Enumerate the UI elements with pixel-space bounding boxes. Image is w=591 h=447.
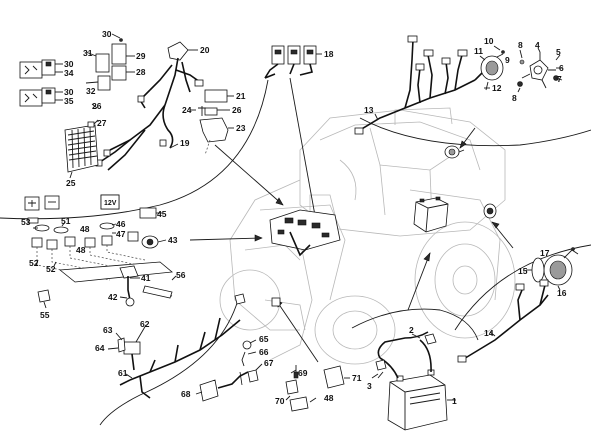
- callout-45: 45: [157, 209, 167, 219]
- callout-46: 46: [116, 219, 126, 229]
- callout-48a: 48: [80, 224, 90, 234]
- callout-20: 20: [200, 45, 210, 55]
- callout-48c: 48: [324, 393, 334, 403]
- callout-8b: 8: [512, 93, 517, 103]
- callout-25: 25: [66, 178, 76, 188]
- lower-harness: [117, 293, 345, 412]
- callout-26b: 26: [232, 105, 242, 115]
- callout-28: 28: [136, 67, 146, 77]
- battery: [375, 331, 448, 431]
- callout-31: 31: [83, 48, 93, 58]
- region-divider-bottom: [351, 308, 479, 341]
- battery-small: [413, 196, 449, 233]
- small-relay-parts: [198, 89, 229, 156]
- callout-67: 67: [264, 358, 274, 368]
- callout-26a: 26: [92, 101, 102, 111]
- callout-68: 68: [181, 389, 191, 399]
- callout-53: 53: [21, 217, 31, 227]
- callout-52a: 52: [29, 258, 39, 268]
- relay-group: [19, 38, 127, 107]
- front-harness: [95, 41, 204, 171]
- horn-parts: [444, 145, 497, 219]
- callout-43: 43: [168, 235, 178, 245]
- callout-23: 23: [236, 123, 246, 133]
- voltage-badge-text: 12V: [104, 200, 117, 207]
- region-divider-top-left: [0, 79, 269, 220]
- callout-18: 18: [324, 49, 334, 59]
- callout-52b: 52: [46, 264, 56, 274]
- switch-group: [24, 194, 173, 307]
- callout-17: 17: [540, 248, 550, 258]
- callout-11: 11: [474, 46, 483, 56]
- callout-55: 55: [40, 310, 50, 320]
- region-divider-right: [454, 244, 591, 331]
- tail-light: [480, 50, 505, 91]
- leader-arrows: [189, 77, 514, 363]
- callout-62: 62: [140, 319, 150, 329]
- callout-24: 24: [182, 105, 192, 115]
- callout-2: 2: [409, 325, 414, 335]
- rear-harness: [354, 35, 486, 135]
- callout-30b: 30: [64, 59, 74, 69]
- callout-34: 34: [64, 68, 74, 78]
- callout-labels: 1 2 3 4 5 6 7 8 8 9 10 11 12 13 14 15 16…: [21, 29, 567, 406]
- callout-14: 14: [484, 328, 494, 338]
- callout-32: 32: [86, 86, 96, 96]
- callout-71: 71: [352, 373, 362, 383]
- callout-64: 64: [95, 343, 105, 353]
- light-components: [517, 52, 559, 89]
- callout-69: 69: [298, 368, 308, 378]
- callout-3: 3: [367, 381, 372, 391]
- callout-41: 41: [141, 273, 151, 283]
- callout-66: 66: [259, 347, 269, 357]
- callout-30c: 30: [64, 87, 74, 97]
- callout-21: 21: [236, 91, 246, 101]
- callout-48b: 48: [76, 245, 86, 255]
- fuse-box: [64, 121, 99, 173]
- dashboard-panel: [269, 209, 341, 257]
- callout-6: 6: [559, 63, 564, 73]
- callout-61: 61: [118, 368, 128, 378]
- callout-35: 35: [64, 96, 74, 106]
- callout-30a: 30: [102, 29, 112, 39]
- callout-65: 65: [259, 334, 269, 344]
- callout-12: 12: [492, 83, 502, 93]
- callout-42: 42: [108, 292, 118, 302]
- callout-13: 13: [364, 105, 374, 115]
- callout-63: 63: [103, 325, 113, 335]
- voltage-badge-frame: [100, 194, 120, 210]
- region-divider-bottom-left: [99, 299, 239, 426]
- callout-51: 51: [61, 216, 71, 226]
- callout-7: 7: [557, 74, 562, 84]
- callout-8: 8: [518, 40, 523, 50]
- callout-56: 56: [176, 270, 186, 280]
- fuse-holders: [264, 45, 317, 79]
- callout-5: 5: [556, 47, 561, 57]
- callout-27: 27: [97, 118, 107, 128]
- callout-47: 47: [116, 229, 126, 239]
- callout-9: 9: [505, 55, 510, 65]
- callout-29: 29: [136, 51, 146, 61]
- callout-10: 10: [484, 36, 494, 46]
- callout-1: 1: [452, 396, 457, 406]
- callout-19: 19: [180, 138, 190, 148]
- tractor-outline: [219, 107, 516, 365]
- callout-4: 4: [535, 40, 540, 50]
- headlight: [457, 247, 575, 363]
- region-divider-top-right: [359, 117, 591, 147]
- callout-16: 16: [557, 288, 567, 298]
- callout-70: 70: [275, 396, 285, 406]
- callout-15: 15: [518, 266, 528, 276]
